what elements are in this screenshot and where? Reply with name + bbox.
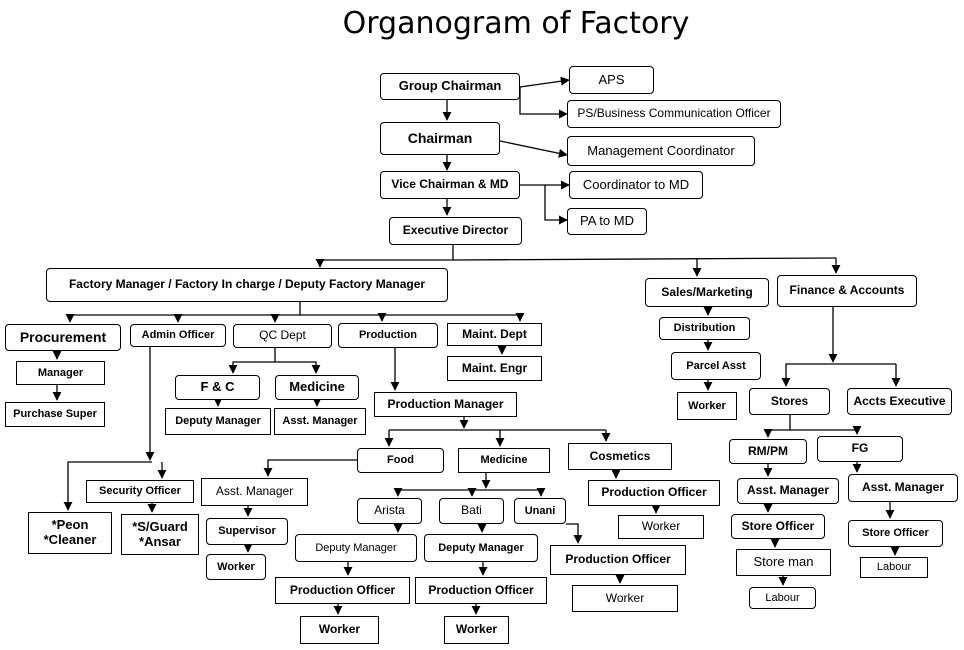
node-bati-worker: Worker (444, 616, 509, 644)
node-finance-accounts: Finance & Accounts (777, 275, 917, 307)
node-group-chairman: Group Chairman (380, 73, 520, 100)
node-store-man: Store man (736, 549, 831, 576)
node-cosmetics-production-officer: Production Officer (588, 480, 720, 506)
ansar-label: *Ansar (139, 533, 181, 549)
cleaner-label: *Cleaner (43, 532, 97, 547)
node-ps-business-communication-officer: PS/Business Communication Officer (567, 100, 781, 128)
node-unani-production-officer: Production Officer (550, 545, 686, 575)
node-arista-worker: Worker (300, 616, 379, 644)
node-vice-chairman-md: Vice Chairman & MD (380, 171, 520, 199)
node-stores: Stores (749, 388, 830, 415)
node-store-officer-rm: Store Officer (731, 514, 825, 539)
node-purchase-super: Purchase Super (5, 402, 105, 427)
node-peon-cleaner: *Peon *Cleaner (28, 512, 112, 554)
node-unani-worker: Worker (572, 585, 678, 612)
node-fc: F & C (175, 375, 260, 400)
node-aps: APS (569, 66, 654, 94)
node-guard-ansar: *S/Guard *Ansar (121, 514, 199, 555)
node-accts-executive: Accts Executive (847, 388, 952, 415)
node-procurement: Procurement (5, 324, 121, 351)
node-executive-director: Executive Director (389, 217, 522, 245)
node-qc-medicine: Medicine (275, 375, 359, 400)
node-qc-asst-manager: Asst. Manager (274, 408, 366, 435)
node-bati: Bati (439, 498, 504, 524)
node-sales-worker: Worker (677, 392, 737, 420)
node-parcel-asst: Parcel Asst (671, 352, 761, 380)
guard-label: *S/Guard (132, 518, 188, 534)
node-admin-officer: Admin Officer (130, 324, 226, 347)
node-maint-engr: Maint. Engr (447, 356, 542, 381)
node-production: Production (338, 323, 438, 348)
node-rm-asst-manager: Asst. Manager (737, 478, 839, 504)
node-store-officer-fg: Store Officer (848, 520, 943, 547)
node-food-worker: Worker (206, 554, 266, 580)
node-food: Food (357, 448, 444, 473)
node-chairman: Chairman (380, 122, 500, 155)
node-arista-deputy-manager: Deputy Manager (295, 534, 417, 562)
node-arista: Arista (357, 498, 422, 524)
node-maint-dept: Maint. Dept (447, 323, 542, 346)
node-coordinator-to-md: Coordinator to MD (569, 171, 703, 199)
node-bati-deputy-manager: Deputy Manager (424, 534, 538, 562)
node-factory-manager: Factory Manager / Factory In charge / De… (46, 268, 448, 302)
node-distribution: Distribution (659, 317, 750, 340)
node-supervisor: Supervisor (206, 518, 288, 545)
node-labour-rm: Labour (749, 587, 816, 609)
node-sales-marketing: Sales/Marketing (645, 278, 769, 307)
node-rm-pm: RM/PM (729, 439, 807, 464)
node-management-coordinator: Management Coordinator (567, 136, 755, 166)
node-production-manager: Production Manager (374, 392, 517, 417)
diagram-title: Organogram of Factory (342, 6, 690, 41)
node-pa-to-md: PA to MD (567, 208, 647, 235)
node-cosmetics-worker: Worker (618, 515, 704, 539)
node-qc-dept: QC Dept (233, 324, 332, 348)
node-security-officer: Security Officer (86, 480, 194, 503)
node-labour-fg: Labour (860, 557, 928, 578)
node-bati-production-officer: Production Officer (415, 577, 547, 604)
node-fg-asst-manager: Asst. Manager (848, 474, 958, 502)
node-arista-production-officer: Production Officer (275, 577, 410, 604)
peon-label: *Peon (51, 517, 89, 533)
node-manager: Manager (16, 361, 105, 385)
node-prod-medicine: Medicine (458, 448, 550, 473)
node-fg: FG (817, 436, 903, 462)
node-cosmetics: Cosmetics (568, 443, 672, 470)
node-unani: Unani (514, 498, 566, 524)
node-fc-deputy-manager: Deputy Manager (165, 408, 271, 435)
node-food-asst-manager: Asst. Manager (201, 478, 308, 506)
